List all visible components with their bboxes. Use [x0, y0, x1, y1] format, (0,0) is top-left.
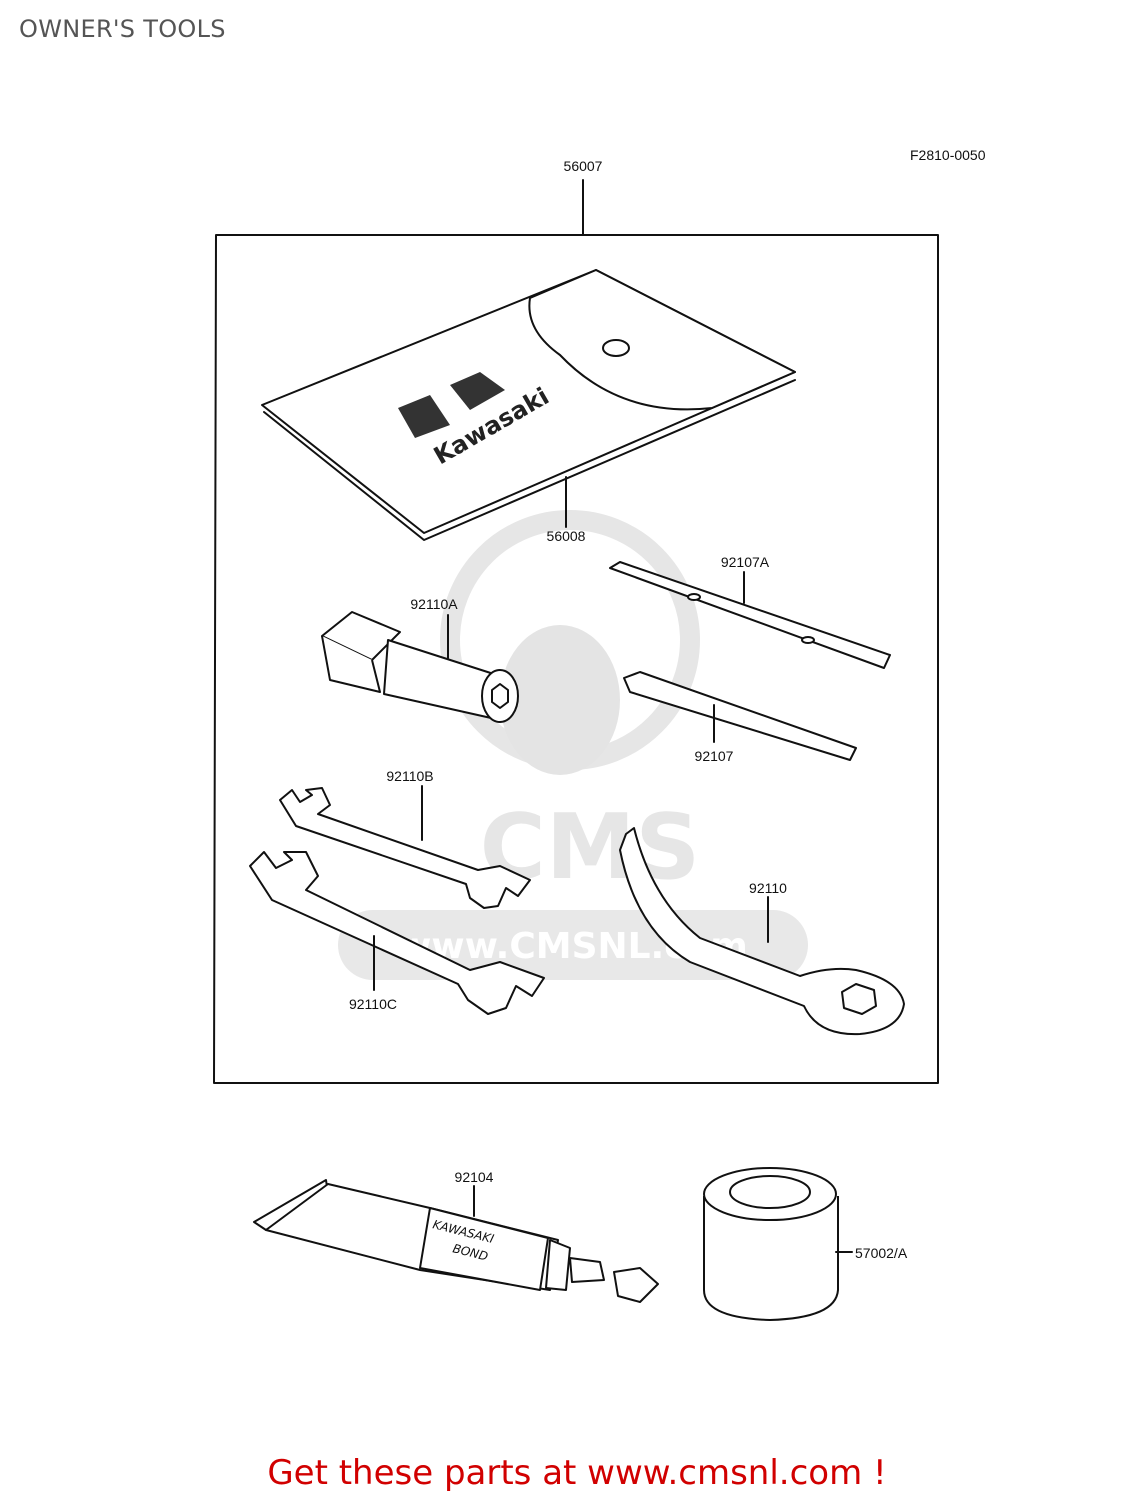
- page-title: OWNER'S TOOLS: [19, 15, 226, 43]
- part-label-56007: 56007: [564, 158, 603, 174]
- part-57002A[interactable]: 57002/A: [703, 1167, 908, 1321]
- parts-shop-link[interactable]: Get these parts at www.cmsnl.com !: [0, 1453, 1146, 1493]
- exploded-parts-diagram: CMS www.CMSNL.com F2810-0050 56007 Kawas…: [213, 147, 986, 1321]
- part-92110A[interactable]: 92110A: [321, 596, 519, 723]
- part-label-92104: 92104: [455, 1169, 494, 1185]
- part-label-92110A: 92110A: [410, 596, 458, 612]
- part-label-92110: 92110: [749, 880, 787, 896]
- part-label-56008: 56008: [547, 528, 586, 544]
- part-92107A[interactable]: 92107A: [609, 554, 891, 669]
- part-92110C[interactable]: 92110C: [249, 851, 545, 1015]
- part-label-92110C: 92110C: [349, 996, 397, 1012]
- part-56007[interactable]: 56007: [213, 158, 939, 1084]
- part-92104[interactable]: KAWASAKI BOND 92104: [253, 1169, 659, 1303]
- part-label-57002A: 57002/A: [855, 1245, 908, 1261]
- parts-shop-link-text[interactable]: Get these parts at www.cmsnl.com !: [267, 1453, 887, 1493]
- part-92110[interactable]: 92110: [619, 827, 905, 1036]
- part-label-92110B: 92110B: [386, 768, 433, 784]
- part-56008[interactable]: Kawasaki 56008: [261, 269, 796, 544]
- cmsnl-watermark: CMS www.CMSNL.com: [338, 510, 808, 980]
- figure-code: F2810-0050: [910, 147, 986, 163]
- part-92110B[interactable]: 92110B: [279, 768, 531, 909]
- part-92107[interactable]: 92107: [623, 671, 857, 764]
- part-label-92107: 92107: [695, 748, 734, 764]
- part-label-92107A: 92107A: [721, 554, 770, 570]
